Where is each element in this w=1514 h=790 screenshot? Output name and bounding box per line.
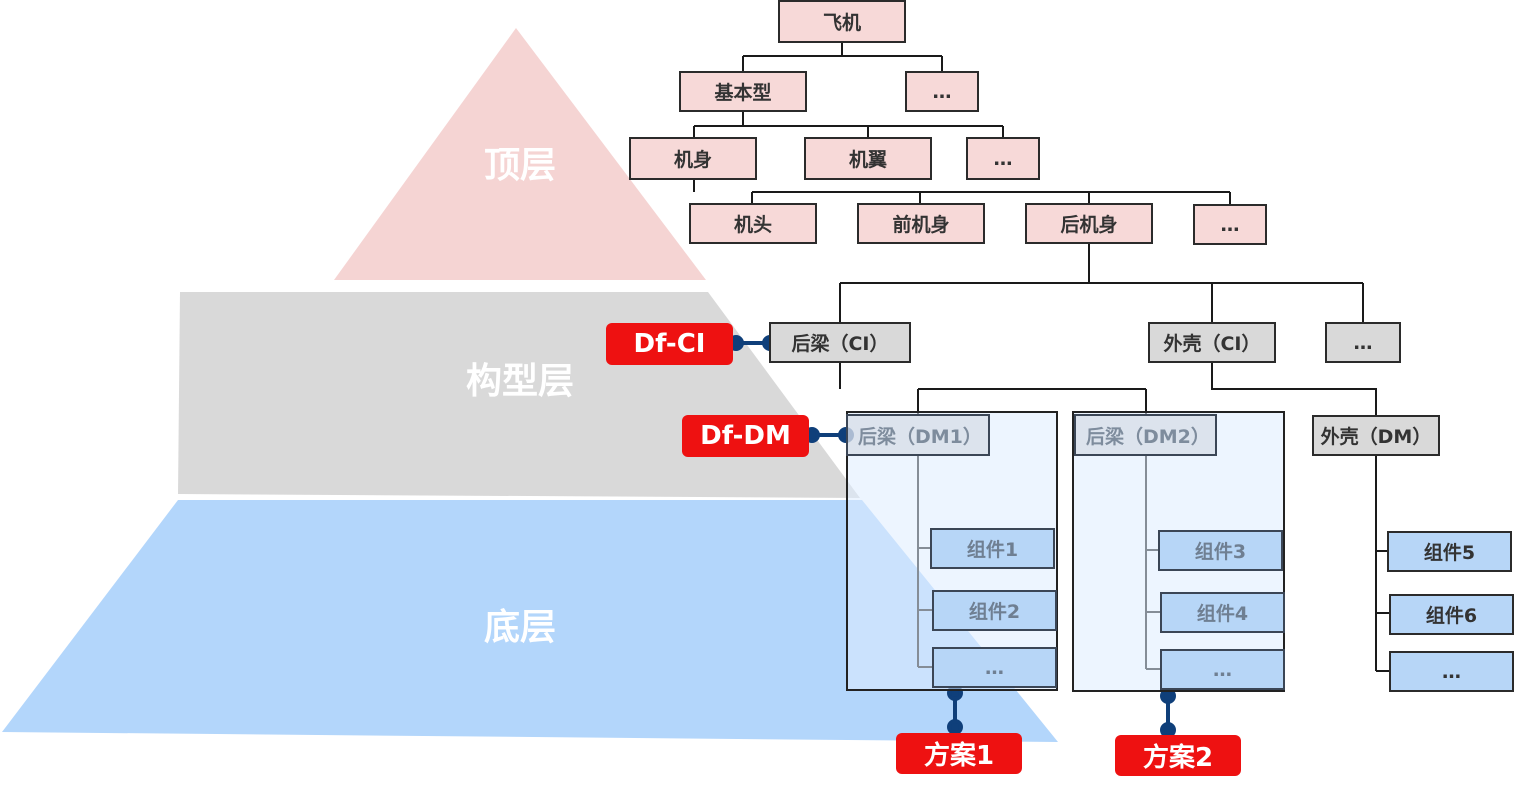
node-front-fuselage: 前机身: [857, 203, 985, 244]
node-component2: 组件2: [932, 590, 1057, 631]
node-fuselage: 机身: [629, 137, 757, 180]
node-rear-beam-dm1: 后梁（DM1）: [846, 414, 990, 456]
node-ellipsis-6: …: [1160, 649, 1285, 690]
tag-scheme2: 方案2: [1115, 735, 1241, 776]
node-ellipsis-7: …: [1389, 651, 1514, 692]
layer-label-top: 顶层: [483, 145, 556, 186]
node-component5: 组件5: [1387, 531, 1512, 572]
node-basic-type: 基本型: [679, 71, 807, 112]
node-nose: 机头: [689, 203, 817, 244]
tag-df-dm: Df-DM: [682, 415, 809, 457]
node-ellipsis-3: …: [1193, 204, 1267, 245]
node-rear-beam-ci: 后梁（CI）: [769, 322, 911, 363]
node-rear-fuselage: 后机身: [1025, 203, 1153, 244]
node-ellipsis-1: …: [905, 71, 979, 112]
node-wing: 机翼: [804, 137, 932, 180]
layer-label-config: 构型层: [465, 361, 574, 402]
layer-label-bottom: 底层: [483, 607, 556, 648]
node-skin-dm: 外壳（DM）: [1312, 415, 1440, 456]
node-component6: 组件6: [1389, 594, 1514, 635]
tag-df-ci: Df-CI: [606, 323, 733, 365]
node-ellipsis-2: …: [966, 137, 1040, 180]
bottom-layer-shape: [2, 500, 1058, 742]
node-aircraft: 飞机: [778, 0, 906, 43]
node-component4: 组件4: [1160, 592, 1285, 633]
node-ellipsis-4: …: [1325, 322, 1401, 363]
tag-scheme1: 方案1: [896, 733, 1022, 774]
node-skin-ci: 外壳（CI）: [1148, 322, 1276, 363]
node-ellipsis-5: …: [932, 647, 1057, 688]
top-layer-shape: [334, 28, 706, 280]
node-rear-beam-dm2: 后梁（DM2）: [1074, 414, 1217, 456]
node-component1: 组件1: [930, 528, 1055, 569]
node-component3: 组件3: [1158, 530, 1283, 571]
